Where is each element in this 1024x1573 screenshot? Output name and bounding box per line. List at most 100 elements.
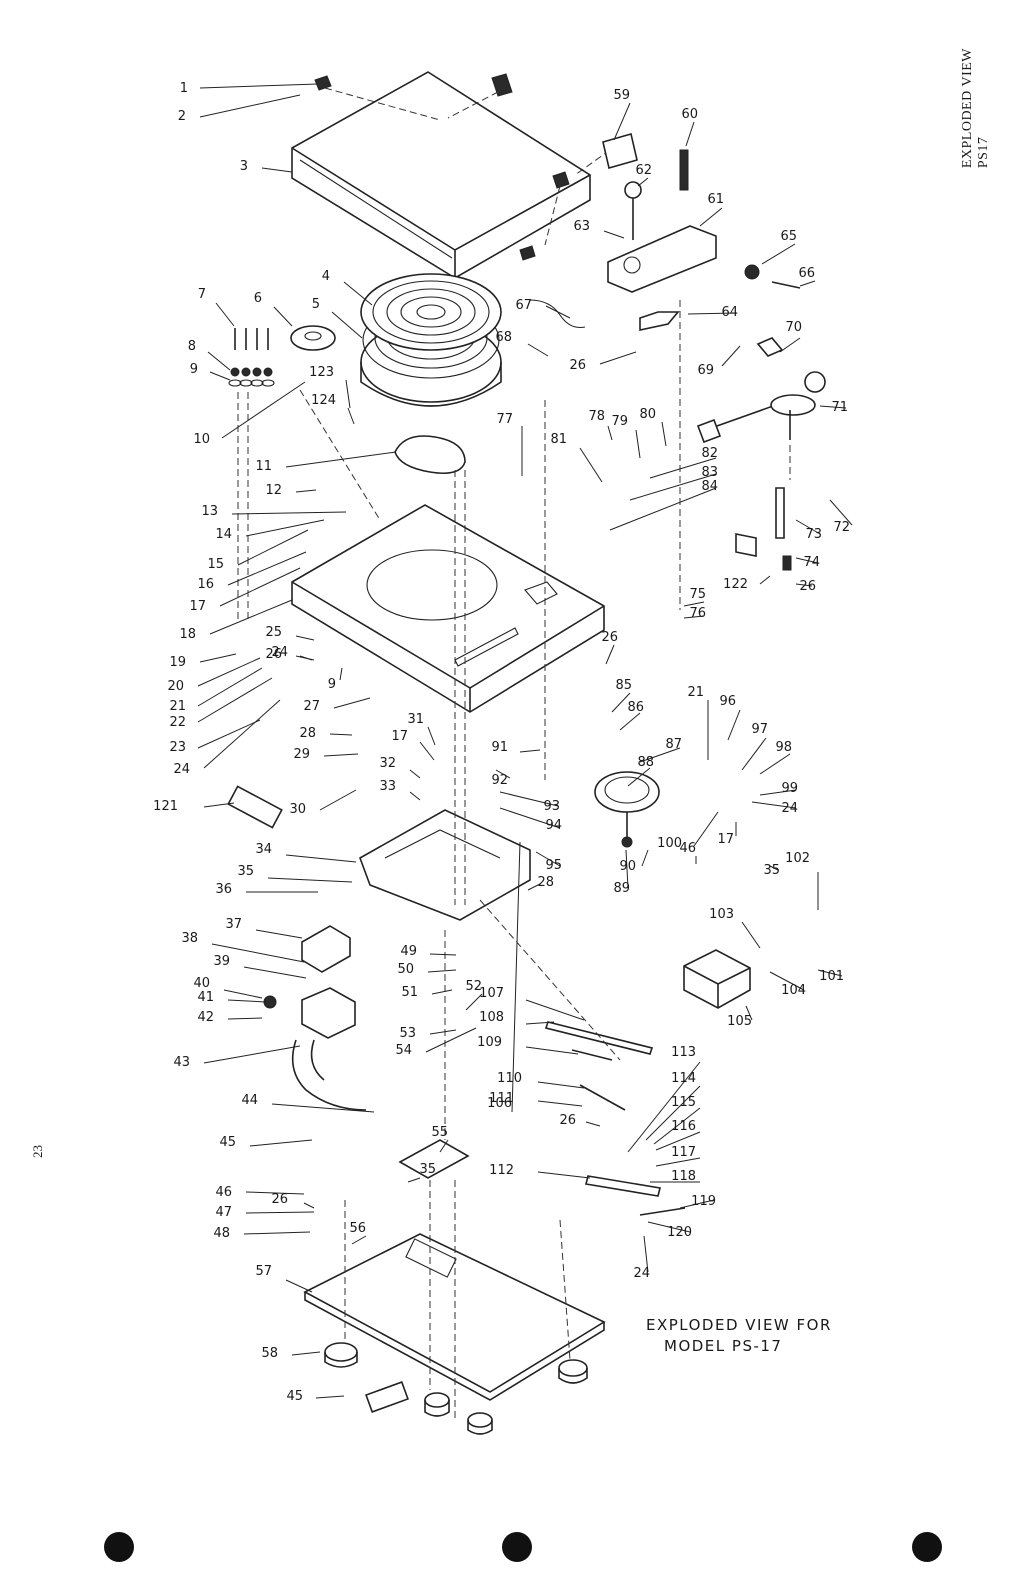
part-number-label: 56 xyxy=(349,1221,366,1236)
part-number-label: 2 xyxy=(178,109,186,124)
leader-line xyxy=(525,1021,555,1025)
leader-line xyxy=(315,1395,345,1399)
part-number-label: 26 xyxy=(265,647,282,662)
leader-line xyxy=(427,969,457,973)
leader-line xyxy=(303,1202,315,1209)
leader-line xyxy=(609,487,717,531)
part-number-label: 94 xyxy=(545,818,562,833)
part-number-label: 11 xyxy=(255,459,272,474)
part-number-label: 67 xyxy=(515,298,532,313)
part-number-label: 115 xyxy=(671,1095,696,1110)
part-number-label: 8 xyxy=(188,339,196,354)
leader-line xyxy=(197,657,261,687)
part-number-label: 90 xyxy=(619,859,636,874)
binder-hole xyxy=(912,1532,942,1562)
leader-line xyxy=(579,447,603,483)
part-number-label: 53 xyxy=(399,1026,416,1041)
leader-line xyxy=(221,381,306,439)
part-number-label: 4 xyxy=(322,269,330,284)
part-number-label: 32 xyxy=(379,756,396,771)
part-number-label: 54 xyxy=(395,1043,412,1058)
part-number-label: 114 xyxy=(671,1071,696,1086)
part-number-label: 25 xyxy=(265,625,282,640)
leader-line xyxy=(647,1221,691,1233)
leader-line xyxy=(535,851,561,867)
leader-line xyxy=(655,1131,701,1151)
part-number-label: 35 xyxy=(237,864,254,879)
leader-line xyxy=(227,551,307,586)
leader-line xyxy=(197,677,273,723)
motor-assembly xyxy=(263,925,367,1111)
part-number-label: 24 xyxy=(173,762,190,777)
part-number-label: 5 xyxy=(312,297,320,312)
part-number-label: 3 xyxy=(240,159,248,174)
leader-line xyxy=(769,865,779,871)
part-number-label: 105 xyxy=(727,1014,752,1029)
leader-line xyxy=(429,1029,457,1035)
leader-line xyxy=(245,1191,305,1195)
part-number-label: 123 xyxy=(309,365,334,380)
part-label-layer: 1234567891011121314151617181920212223242… xyxy=(153,81,853,1404)
leader-line xyxy=(419,741,435,761)
part-number-label: 26 xyxy=(601,630,618,645)
part-number-label: 26 xyxy=(569,358,586,373)
leader-line xyxy=(629,473,717,501)
part-number-label: 50 xyxy=(397,962,414,977)
part-number-label: 33 xyxy=(379,779,396,794)
part-number-label: 91 xyxy=(491,740,508,755)
part-number-label: 49 xyxy=(400,944,417,959)
part-number-label: 24 xyxy=(633,1266,650,1281)
part-number-label: 20 xyxy=(167,679,184,694)
leader-line xyxy=(409,791,421,801)
part-number-label: 47 xyxy=(215,1205,232,1220)
part-number-label: 68 xyxy=(495,330,512,345)
part-number-label: 113 xyxy=(671,1045,696,1060)
leader-line xyxy=(699,207,723,227)
leader-line xyxy=(643,1235,649,1273)
part-number-label: 119 xyxy=(691,1194,716,1209)
leader-line xyxy=(817,969,843,977)
part-number-label: 71 xyxy=(831,400,848,415)
leader-line xyxy=(331,311,363,339)
leader-line xyxy=(519,749,541,753)
leader-line xyxy=(197,667,263,707)
tonearm xyxy=(696,337,826,571)
leader-line xyxy=(627,1061,701,1153)
leader-line xyxy=(687,312,737,315)
hinge-and-arm-rest xyxy=(529,132,801,331)
leader-line xyxy=(427,726,436,746)
part-number-label: 120 xyxy=(667,1225,692,1240)
part-number-label: 7 xyxy=(198,287,206,302)
leader-line xyxy=(267,877,353,883)
leader-line xyxy=(199,94,301,118)
part-number-label: 55 xyxy=(431,1125,448,1140)
leader-line xyxy=(499,791,559,807)
part-number-label: 26 xyxy=(559,1113,576,1128)
part-number-label: 36 xyxy=(215,882,232,897)
part-number-label: 31 xyxy=(407,712,424,727)
part-number-label: 17 xyxy=(717,832,734,847)
leader-line xyxy=(653,1107,701,1145)
leader-line xyxy=(585,1121,601,1127)
leader-line xyxy=(639,747,681,763)
part-number-label: 30 xyxy=(289,802,306,817)
part-number-label: 18 xyxy=(179,627,196,642)
leader-line xyxy=(333,697,371,709)
leader-line xyxy=(429,953,457,956)
part-number-label: 10 xyxy=(193,432,210,447)
leader-line xyxy=(511,841,521,1113)
part-number-label: 101 xyxy=(819,969,844,984)
leader-line xyxy=(605,644,615,665)
part-number-label: 43 xyxy=(173,1055,190,1070)
leader-line xyxy=(197,719,261,749)
part-number-label: 81 xyxy=(550,432,567,447)
leader-line xyxy=(655,1157,701,1167)
leader-line xyxy=(619,712,641,731)
part-number-label: 109 xyxy=(477,1035,502,1050)
part-number-label: 59 xyxy=(613,88,630,103)
part-number-label: 16 xyxy=(197,577,214,592)
binder-hole xyxy=(502,1532,532,1562)
leader-line xyxy=(271,1103,375,1113)
leader-line xyxy=(625,849,629,889)
part-number-label: 15 xyxy=(207,557,224,572)
